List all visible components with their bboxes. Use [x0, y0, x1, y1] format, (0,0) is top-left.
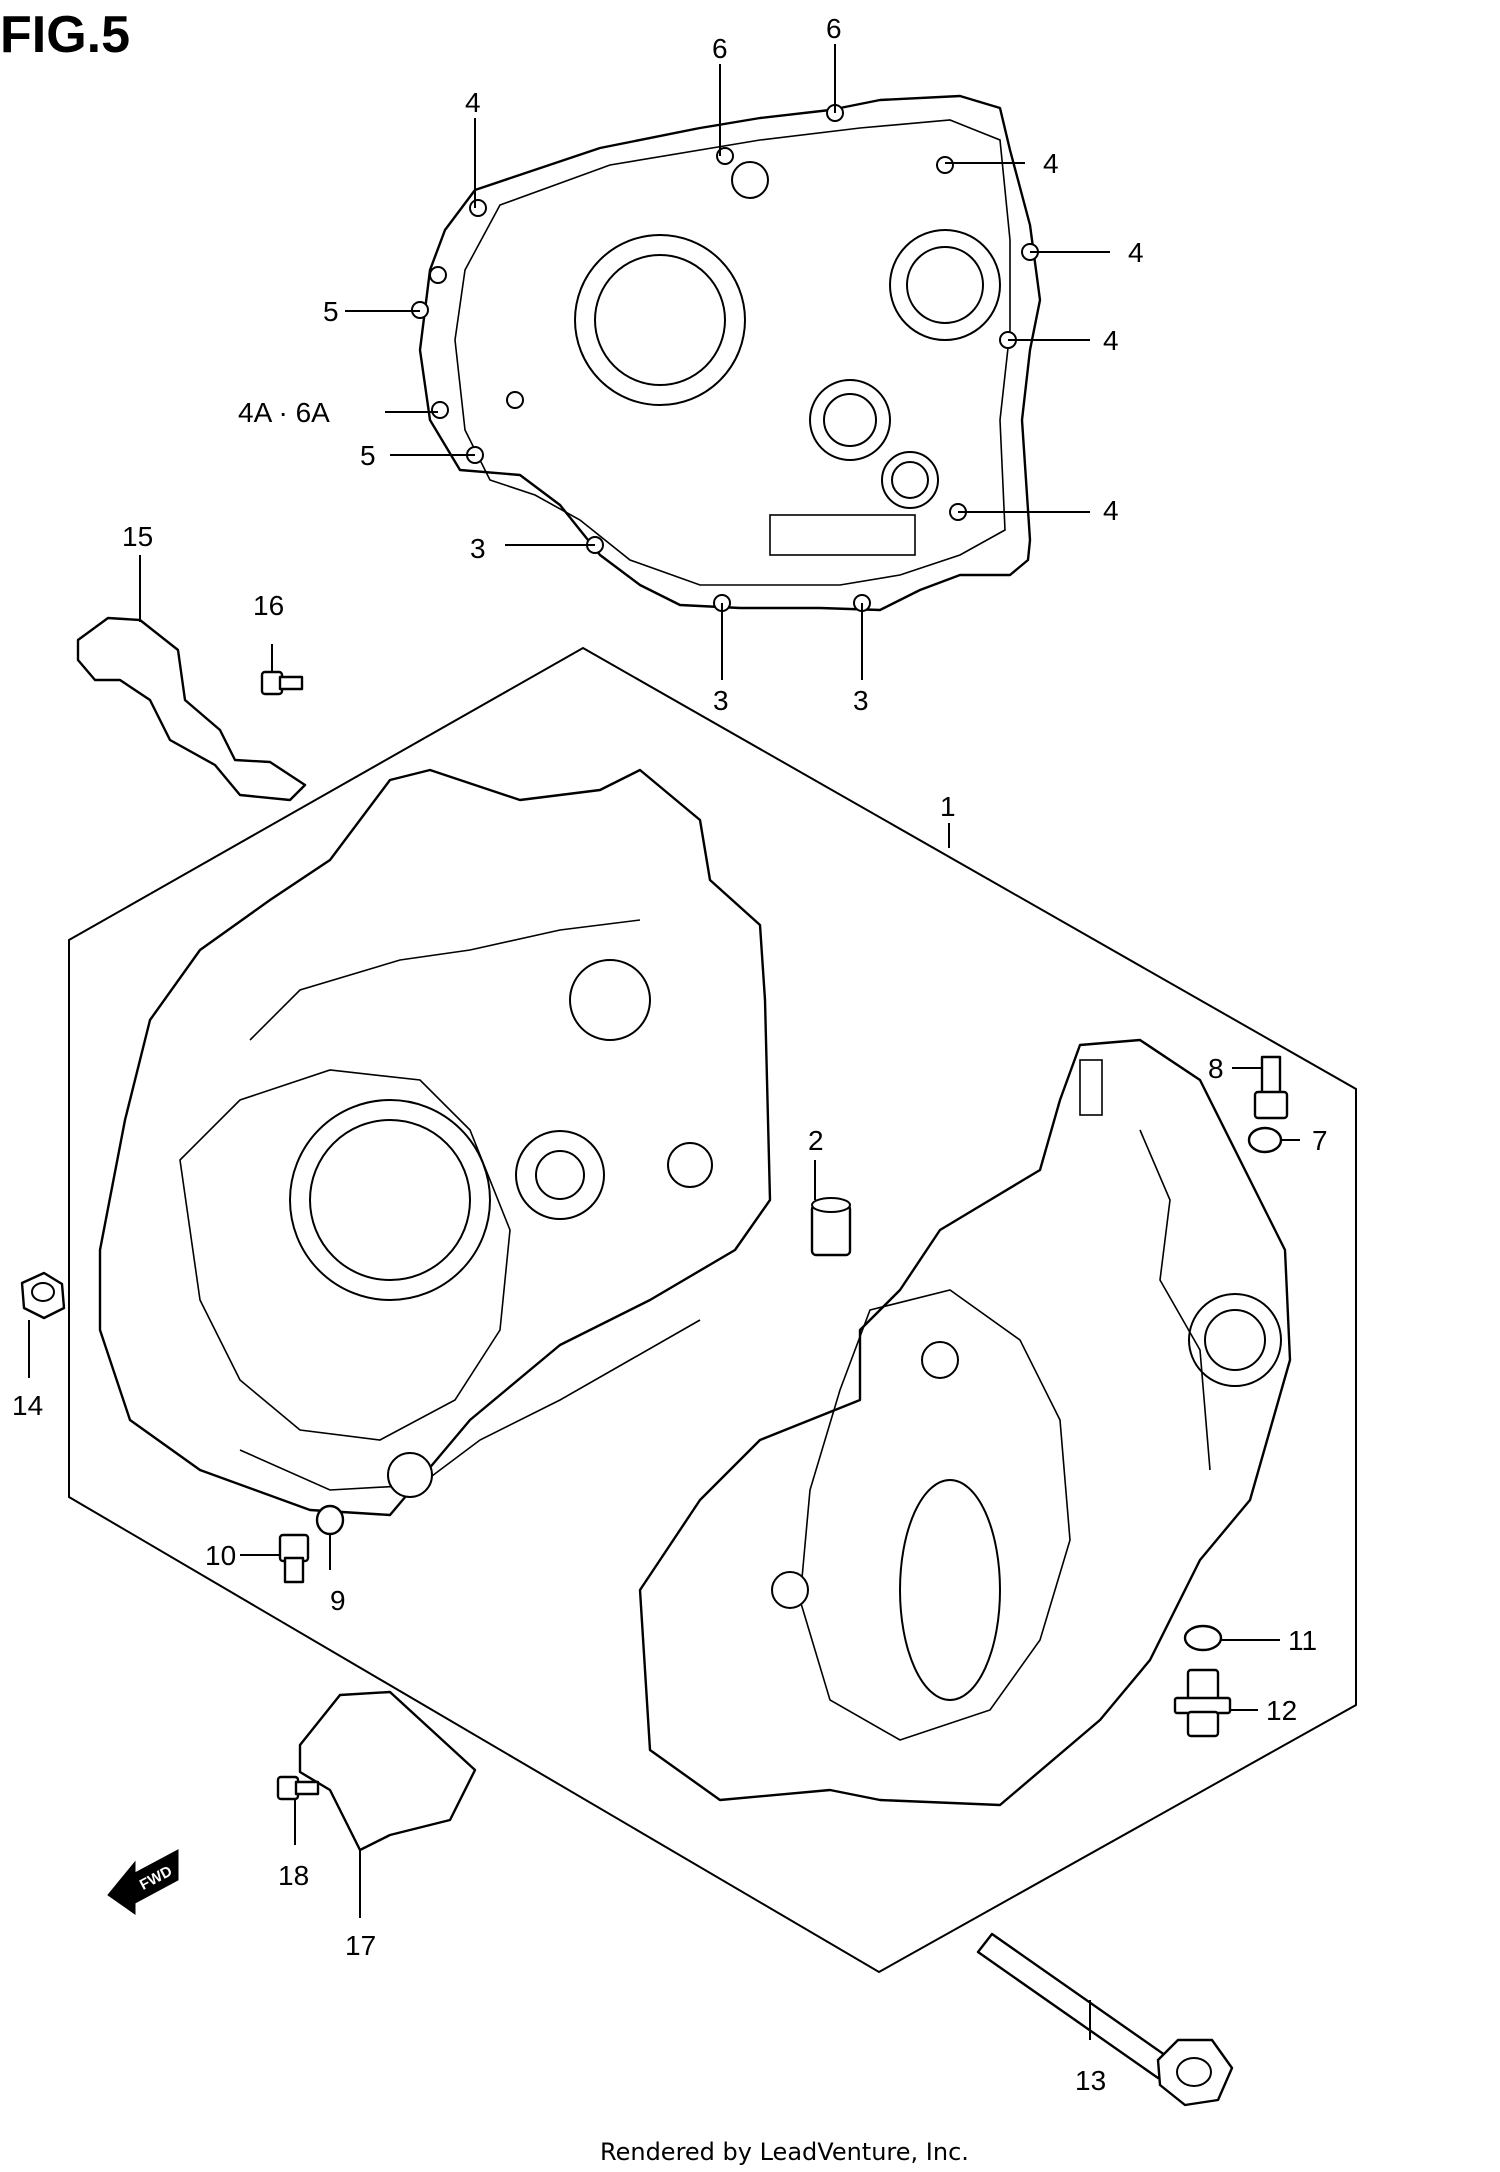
callout-4a-6a: 4A · 6A [238, 397, 330, 428]
figure-title: FIG.5 [0, 6, 130, 64]
callout-3: 3 [713, 685, 729, 716]
callout-4: 4 [465, 87, 481, 118]
callout-6: 6 [826, 13, 842, 44]
callout-16: 16 [253, 590, 284, 621]
crankcase-gasket [411, 94, 1042, 612]
callout-10: 10 [205, 1540, 236, 1571]
callout-8: 8 [1208, 1053, 1224, 1084]
forward-arrow-icon: FWD [107, 1849, 179, 1915]
part-9-washer [315, 1504, 345, 1536]
callout-6: 6 [712, 33, 728, 64]
callout-17: 17 [345, 1930, 376, 1961]
callout-15: 15 [122, 521, 153, 552]
crankcase-group-outline [68, 646, 1357, 1974]
callout-3: 3 [853, 685, 869, 716]
part-12-plug-bolt [1173, 1668, 1232, 1738]
part-15-bracket [76, 616, 307, 802]
callout-5: 5 [360, 440, 376, 471]
part-2-dowel-pin [810, 1197, 852, 1257]
callout-4: 4 [1103, 325, 1119, 356]
callout-3: 3 [470, 533, 486, 564]
part-11-washer [1183, 1624, 1223, 1652]
part-16-screw [260, 670, 304, 696]
part-7-o-ring [1247, 1126, 1283, 1154]
left-crankcase-half [98, 768, 772, 1517]
callout-5: 5 [323, 296, 339, 327]
leader-lines [28, 44, 1300, 2040]
callout-13: 13 [1075, 2065, 1106, 2096]
callout-9: 9 [330, 1585, 346, 1616]
part-18-screw [276, 1775, 320, 1801]
part-17-guard-plate [298, 1690, 477, 1852]
callout-11: 11 [1288, 1625, 1317, 1656]
callout-4: 4 [1103, 495, 1119, 526]
callout-14: 14 [12, 1390, 43, 1421]
callout-2: 2 [808, 1125, 824, 1156]
callout-18: 18 [278, 1860, 309, 1891]
callout-4: 4 [1043, 148, 1059, 179]
part-8-plug-bolt [1253, 1055, 1289, 1120]
callout-4: 4 [1128, 237, 1144, 268]
footer-credit: Rendered by LeadVenture, Inc. [600, 2138, 969, 2166]
part-13-bolt [976, 1932, 1234, 2107]
callout-1: 1 [940, 791, 956, 822]
callout-7: 7 [1312, 1125, 1328, 1156]
callout-12: 12 [1266, 1695, 1297, 1726]
part-10-drain-plug [278, 1533, 310, 1584]
part-14-nut [20, 1271, 66, 1320]
callout-labels: 1 2 3 3 3 4 4 4 4 4 4A · 6A 5 5 6 6 7 8 … [12, 13, 1328, 2096]
right-crankcase-half [638, 1038, 1292, 1807]
